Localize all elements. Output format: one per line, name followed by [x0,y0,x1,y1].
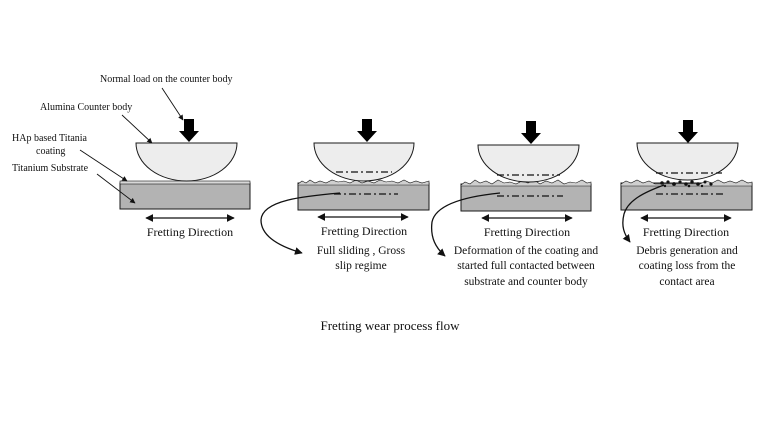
fretting-direction-label-2: Fretting Direction [321,224,407,238]
stage-3: Fretting Direction Deformation of the co… [430,121,599,288]
stage-4-desc-2: coating loss from the [639,260,736,272]
pointer-curve-4 [622,184,665,243]
substrate-label: Titanium Substrate [12,163,89,174]
titanium-substrate-2 [297,182,430,211]
stage-2-desc-2: slip regime [335,260,386,272]
load-arrow-icon-4 [678,120,698,143]
stage-3-desc-1: Deformation of the coating and [454,245,599,257]
stage-4: Fretting Direction Debris generation and… [620,120,753,288]
fretting-direction-label-3: Fretting Direction [484,225,570,239]
stage-2-desc-1: Full sliding , Gross [317,245,406,257]
alumina-counter-body-3 [477,144,580,183]
alumina-counter-body-1 [135,142,238,182]
alumina-counter-body-2 [313,142,415,182]
counter-body-label: Alumina Counter body [40,102,132,113]
load-arrow-icon-2 [357,119,377,142]
load-arrow-icon-1 [179,119,199,142]
normal-load-leader [161,87,184,121]
stage-3-desc-3: substrate and counter body [464,276,588,288]
titanium-substrate-1 [119,182,251,210]
stage-4-desc-1: Debris generation and [636,245,738,257]
counter-body-leader [121,114,153,144]
coating-label-line2: coating [36,146,65,157]
fretting-direction-label-4: Fretting Direction [643,225,729,239]
titanium-substrate-4 [620,182,753,211]
fretting-direction-label-1: Fretting Direction [147,225,233,239]
stage-4-desc-3: contact area [659,276,714,288]
stage-1: Fretting Direction Normal load on the co… [12,74,251,239]
stage-2: Fretting Direction Full sliding , Gross … [260,119,430,272]
stage-3-desc-2: started full contacted between [457,260,595,272]
substrate-leader [96,173,136,204]
coating-layer-4 [620,179,753,187]
coating-label-line1: HAp based Titania [12,133,88,144]
debris-particles [660,180,713,188]
alumina-counter-body-4 [636,142,739,181]
pointer-curve-2 [260,192,341,255]
titanium-substrate-3 [460,183,592,212]
load-arrow-icon-3 [521,121,541,144]
coating-leader [79,149,128,182]
figure-caption: Fretting wear process flow [321,318,461,333]
pointer-curve-3 [430,192,501,257]
normal-load-label: Normal load on the counter body [100,74,232,85]
